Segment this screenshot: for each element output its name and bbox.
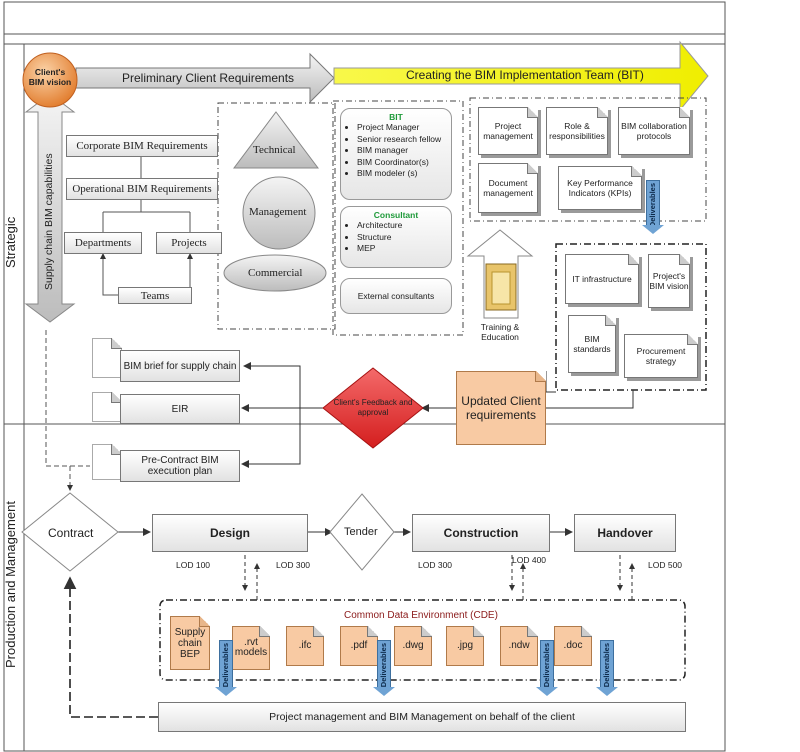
bit-title: BIT — [389, 112, 403, 122]
list-item: Senior research fellow — [357, 134, 451, 146]
client-vision-label: Client's BIM vision — [28, 67, 72, 87]
cde-doc-ndw: .ndw — [500, 626, 538, 666]
management-label: Management — [249, 206, 307, 218]
design-box: Design — [152, 514, 308, 552]
deliverables-arrow-construction: Deliverables — [536, 640, 558, 696]
supply-chain-label: Supply chain BIM capabilities — [43, 153, 55, 290]
procurement-strategy-doc: Procurement strategy — [624, 334, 698, 378]
deliverables-arrow-top: Deliverables — [642, 180, 664, 234]
cde-doc-ifc: .ifc — [286, 626, 324, 666]
preliminary-requirements-label: Preliminary Client Requirements — [122, 71, 295, 85]
management-bar: Project management and BIM Management on… — [158, 702, 686, 732]
lane-production-label: Production and Management — [3, 501, 18, 668]
cde-doc-bep: Supply chain BEP — [170, 616, 210, 670]
document-management-doc: Document management — [478, 163, 538, 213]
lod-400-label: LOD 400 — [512, 555, 547, 565]
project-vision-doc: Project's BIM vision — [648, 254, 690, 308]
deliverables-arrow-design: Deliverables — [215, 640, 237, 696]
teams-box: Teams — [118, 287, 192, 304]
construction-box: Construction — [412, 514, 550, 552]
list-item: Structure — [357, 232, 451, 244]
lod-300-construction-label: LOD 300 — [418, 560, 453, 570]
lod-300-design-label: LOD 300 — [276, 560, 311, 570]
contract-label: Contract — [48, 526, 94, 540]
list-item: MEP — [357, 243, 451, 255]
projects-box: Projects — [156, 232, 222, 254]
pre-contract-box: Pre-Contract BIM execution plan — [120, 450, 240, 482]
deliverables-arrow-tender: Deliverables — [373, 640, 395, 696]
cde-doc-doc: .doc — [554, 626, 592, 666]
bit-members-list: Project Manager Senior research fellow B… — [341, 122, 451, 180]
bim-standards-doc: BIM standards — [568, 315, 616, 373]
deliverables-arrow-handover: Deliverables — [596, 640, 618, 696]
lane-strategic-label: Strategic — [3, 216, 18, 268]
external-consultants-card: External consultants — [340, 278, 452, 314]
protocols-doc: BIM collaboration protocols — [618, 107, 690, 155]
updated-requirements-doc: Updated Client requirements — [456, 371, 546, 445]
bim-brief-box: BIM brief for supply chain — [120, 350, 240, 382]
it-infrastructure-doc: IT infrastructure — [565, 254, 639, 304]
lod-500-label: LOD 500 — [648, 560, 683, 570]
deliverables-label: Deliverables — [221, 643, 230, 688]
technical-label: Technical — [253, 144, 296, 156]
management-bar-label: Project management and BIM Management on… — [269, 711, 575, 723]
eir-box: EIR — [120, 394, 240, 424]
consultant-title: Consultant — [373, 210, 419, 220]
cde-doc-dwg: .dwg — [394, 626, 432, 666]
lod-100-label: LOD 100 — [176, 560, 211, 570]
handover-box: Handover — [574, 514, 676, 552]
corporate-requirements-box: Corporate BIM Requirements — [66, 135, 218, 157]
roles-doc: Role & responsibilities — [546, 107, 608, 155]
bit-team-card: BIT Project Manager Senior research fell… — [340, 108, 452, 200]
consultant-list: Architecture Structure MEP — [341, 220, 451, 255]
project-management-doc: Project management — [478, 107, 538, 155]
deliverables-label: Deliverables — [648, 183, 657, 228]
list-item: BIM modeler (s) — [357, 168, 451, 180]
pre-contract-doc — [92, 444, 122, 480]
training-label: Training & Education — [480, 322, 520, 342]
feedback-label: Client's Feedback and approval — [333, 398, 413, 417]
list-item: BIM Coordinator(s) — [357, 157, 451, 169]
bim-brief-doc — [92, 338, 122, 378]
list-item: Project Manager — [357, 122, 451, 134]
commercial-label: Commercial — [248, 267, 303, 279]
eir-doc — [92, 392, 122, 422]
cde-doc-rvt: .rvt models — [232, 626, 270, 670]
cde-doc-jpg: .jpg — [446, 626, 484, 666]
departments-box: Departments — [64, 232, 142, 254]
consultant-card: Consultant Architecture Structure MEP — [340, 206, 452, 268]
operational-requirements-box: Operational BIM Requirements — [66, 178, 218, 200]
deliverables-label: Deliverables — [542, 643, 551, 688]
cde-title: Common Data Environment (CDE) — [344, 610, 498, 621]
list-item: BIM manager — [357, 145, 451, 157]
tender-label: Tender — [344, 526, 378, 538]
bit-banner-label: Creating the BIM Implementation Team (BI… — [406, 68, 644, 82]
external-consultants-label: External consultants — [357, 291, 435, 301]
list-item: Architecture — [357, 220, 451, 232]
cde-doc-pdf: .pdf — [340, 626, 378, 666]
kpi-doc: Key Performance Indicators (KPIs) — [558, 166, 642, 210]
deliverables-label: Deliverables — [602, 643, 611, 688]
deliverables-label: Deliverables — [379, 643, 388, 688]
